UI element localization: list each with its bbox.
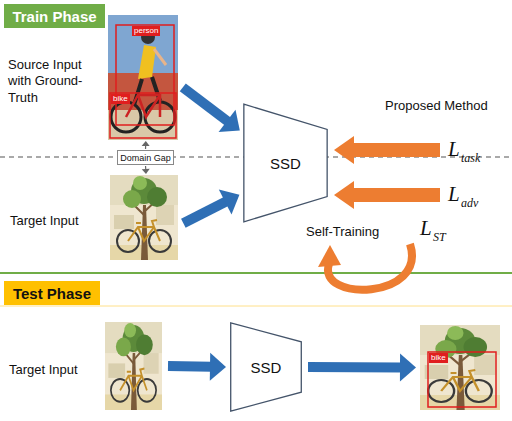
detector-block: SSD — [230, 322, 302, 412]
flow-arrow — [168, 353, 226, 381]
flow-arrow — [308, 353, 416, 381]
class-tag: person — [132, 26, 160, 36]
loss-subscript: adv — [461, 197, 478, 210]
gap-label: Domain Gap — [120, 153, 171, 163]
self-training-loop — [318, 244, 412, 290]
phase-tab: Test Phase — [4, 281, 100, 305]
block-label: SSD — [270, 155, 301, 172]
gap-arrow — [142, 141, 150, 149]
flow-arrow — [183, 87, 240, 132]
target-image: Target Input — [105, 322, 162, 410]
target-image: Target Input — [110, 175, 178, 260]
input-heading: Source Input with Ground-Truth — [8, 57, 100, 106]
source-photo — [108, 15, 178, 140]
loss-arrow — [334, 136, 440, 164]
phase-title: Test Phase — [13, 285, 91, 302]
self-training-label: Self-Training — [306, 224, 379, 239]
method-label: Proposed Method — [385, 98, 488, 113]
class-tag: bike — [111, 94, 130, 104]
detection-box — [428, 352, 496, 407]
phase-title: Train Phase — [12, 8, 96, 25]
gap-arrow — [142, 166, 150, 174]
domain-gap-box: Domain Gap — [117, 150, 174, 165]
loss-subscript: task — [461, 152, 480, 165]
source-image: Source Input with Ground-Truthpersonbike — [108, 15, 178, 140]
phase-rule — [0, 306, 512, 307]
target-painting — [105, 322, 162, 410]
block-label: SSD — [251, 359, 282, 376]
flow-arrow — [183, 190, 239, 224]
phase-divider — [0, 272, 512, 274]
loss-arrow — [334, 181, 440, 209]
input-heading: Target Input — [10, 213, 102, 229]
loss-symbol: L — [448, 138, 460, 160]
output-painting — [420, 325, 500, 410]
loss-symbol: L — [448, 183, 460, 205]
class-tag: bike — [429, 353, 448, 363]
phase-tab: Train Phase — [4, 4, 105, 28]
detector-block: SSD — [243, 103, 328, 223]
loss-subscript: ST — [433, 231, 446, 244]
loss-symbol: L — [420, 217, 432, 239]
target-painting — [110, 175, 178, 260]
output-image: bike — [420, 325, 500, 410]
input-heading: Target Input — [9, 362, 97, 378]
